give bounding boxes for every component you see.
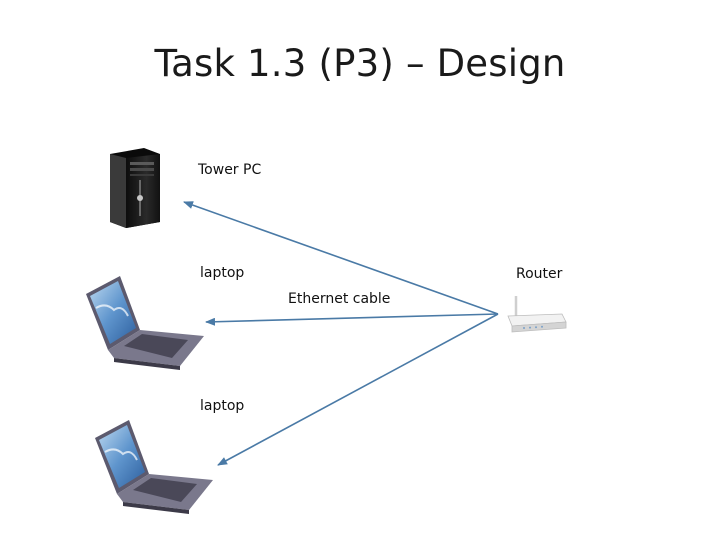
cable-router-to-laptop-top <box>205 313 499 326</box>
laptop-bottom-label: laptop <box>200 398 245 414</box>
ethernet-cable-label: Ethernet cable <box>288 291 391 307</box>
laptop-top-icon <box>86 276 204 370</box>
router-icon <box>507 296 567 333</box>
slide-title: Task 1.3 (P3) – Design <box>154 42 566 85</box>
laptop-top-label: laptop <box>200 265 245 281</box>
tower-pc-label: Tower PC <box>198 162 262 178</box>
cable-router-to-tower-pc <box>183 201 499 315</box>
cable-router-to-laptop-bottom <box>217 313 499 466</box>
router-label: Router <box>516 266 563 282</box>
laptop-bottom-icon <box>95 420 213 514</box>
tower-pc-icon <box>110 148 160 228</box>
